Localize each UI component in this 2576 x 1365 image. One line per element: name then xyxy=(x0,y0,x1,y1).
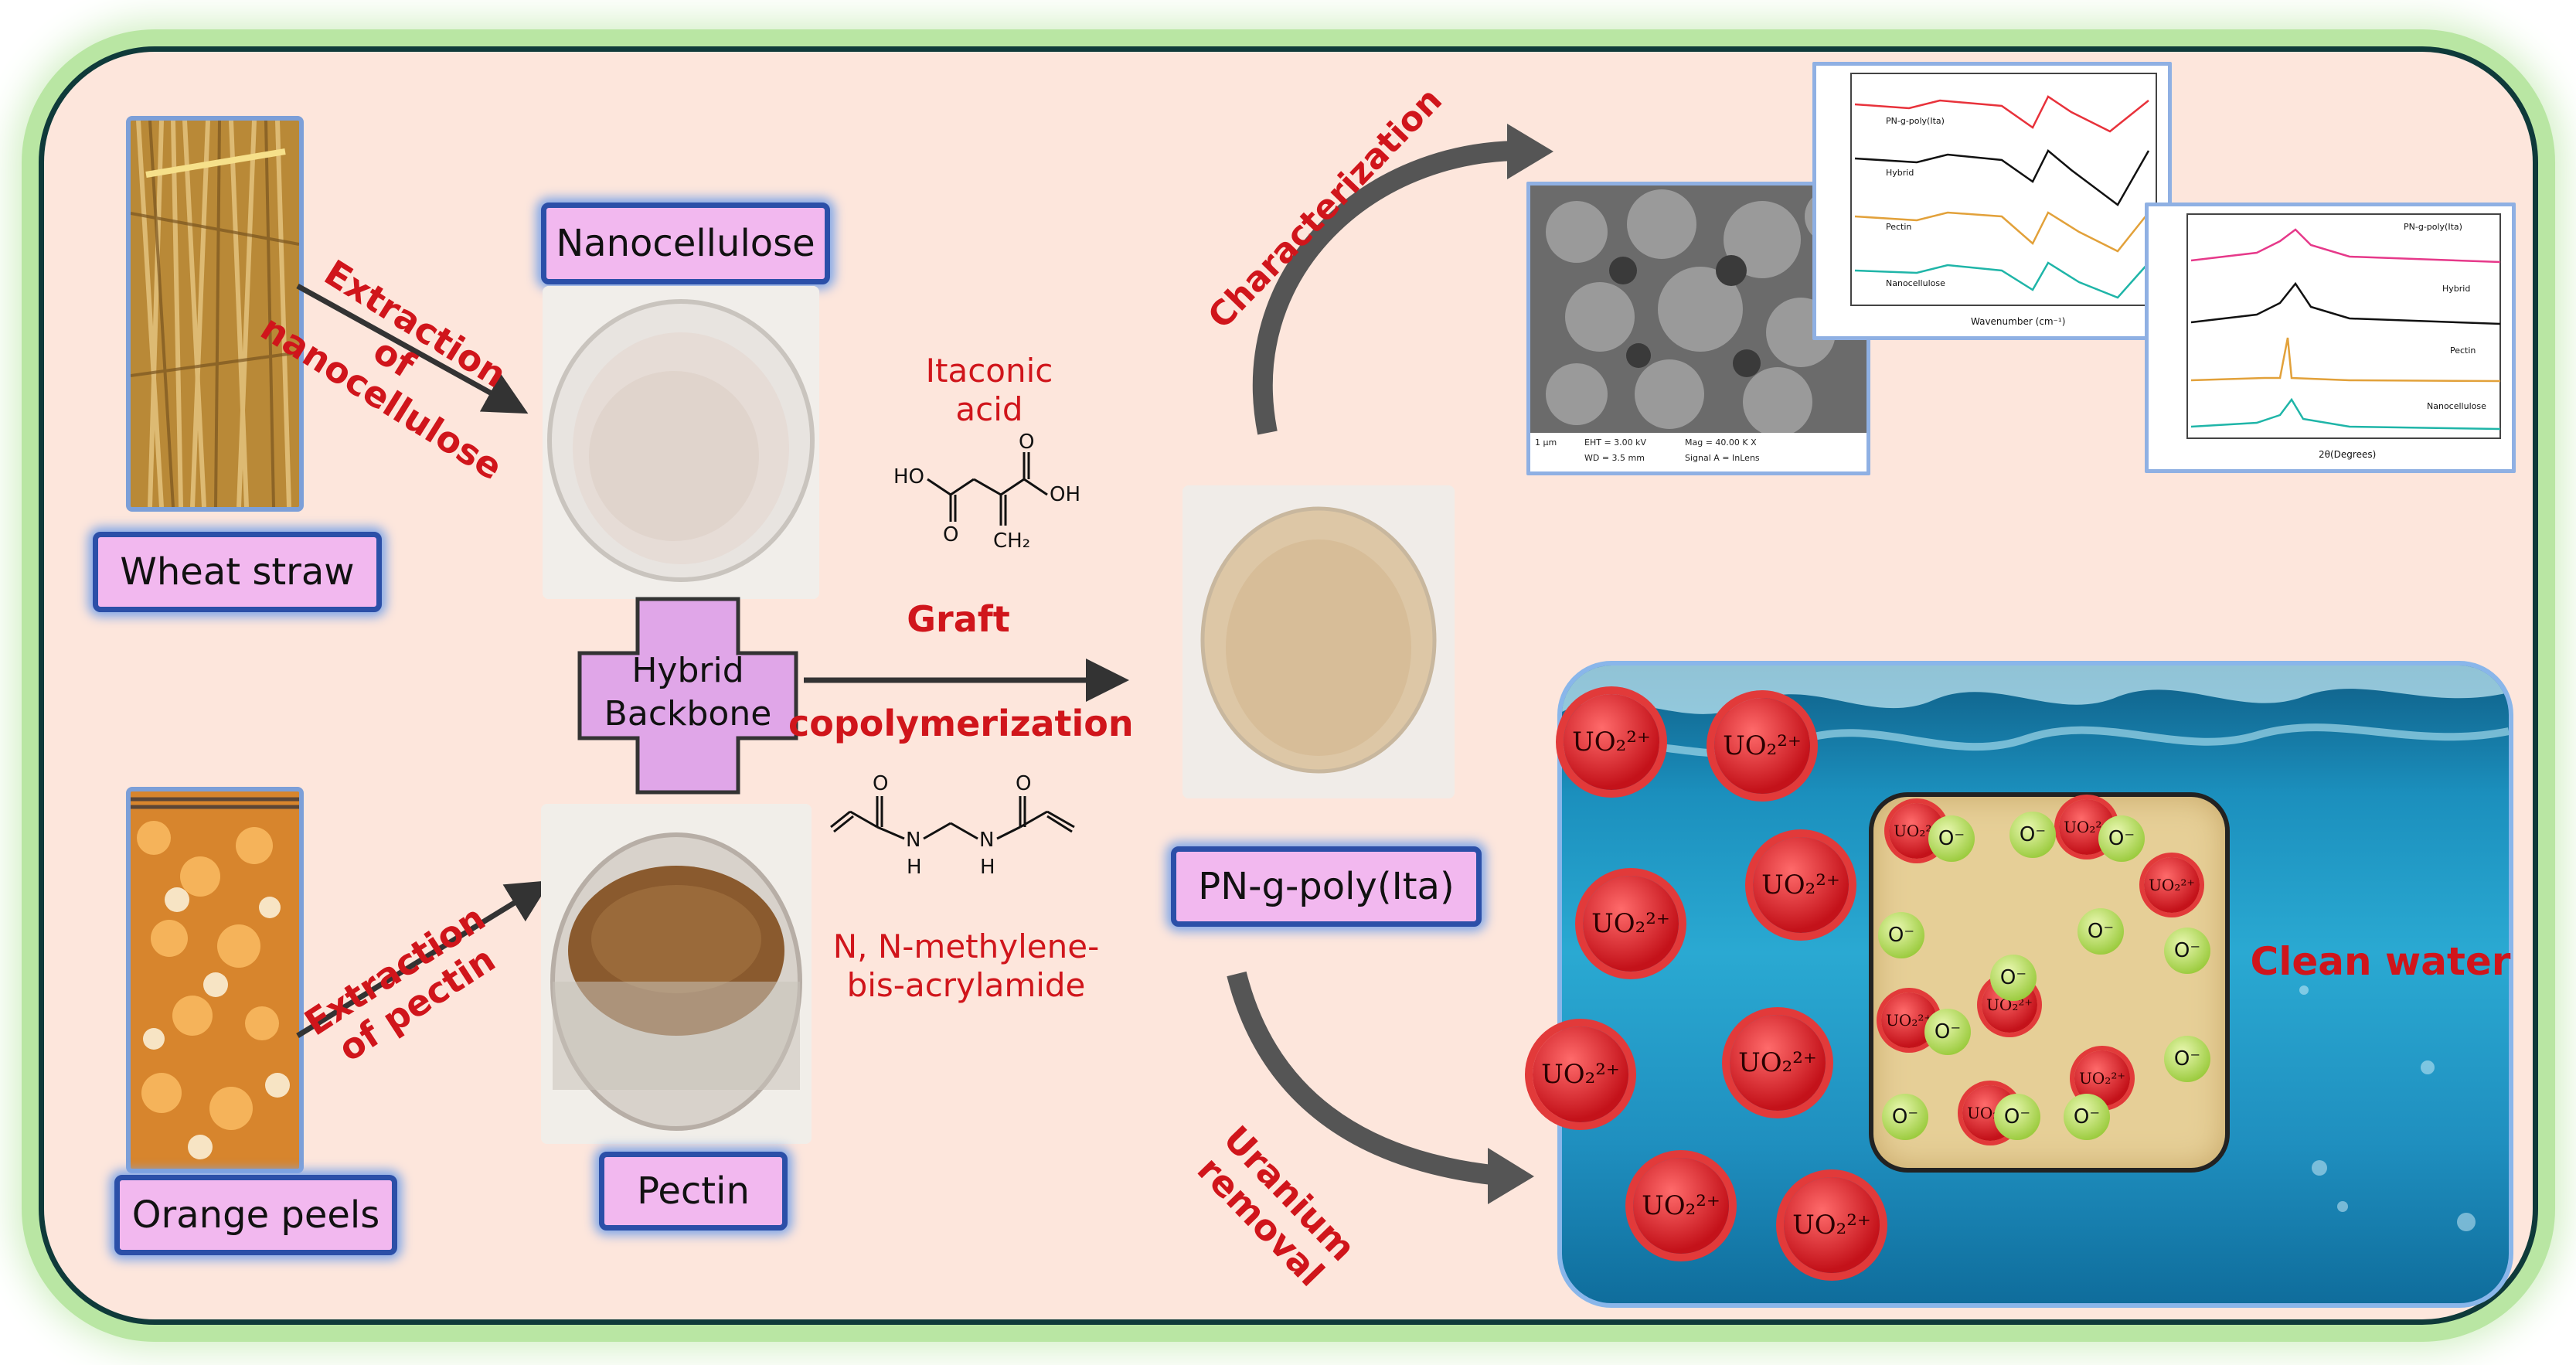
uranyl-ion: UO₂²⁺ xyxy=(1583,876,1679,972)
uranyl-ion: UO₂²⁺ xyxy=(1730,1015,1826,1111)
anion-marker: O⁻ xyxy=(2164,1036,2210,1082)
chem-ch2: CH₂ xyxy=(993,529,1030,553)
xrd-line-3 xyxy=(2190,337,2501,383)
chem-o-2: O xyxy=(1019,433,1034,454)
clean-water-label: Clean water xyxy=(2250,939,2511,984)
ftir-line-3 xyxy=(1854,211,2149,253)
mba-line2: bis-acrylamide xyxy=(846,966,1086,1004)
anion-marker: O⁻ xyxy=(2009,812,2056,858)
ftir-line-2 xyxy=(1854,149,2150,206)
mba-h-2: H xyxy=(980,856,995,879)
product-photo xyxy=(1183,485,1455,798)
mba-n-2: N xyxy=(979,829,994,852)
ftir-line-4 xyxy=(1854,261,2149,299)
graft-text: Graft xyxy=(907,598,1010,640)
pectin-dish xyxy=(541,804,812,1144)
anion-marker: O⁻ xyxy=(2164,928,2210,974)
anion-marker: O⁻ xyxy=(1928,815,1975,862)
pectin-photo xyxy=(541,804,812,1144)
anion-marker: O⁻ xyxy=(2064,1094,2110,1140)
ftir-chart: PN-g-poly(Ita) Hybrid Pectin Nanocellulo… xyxy=(1812,62,2172,340)
xrd-line-4 xyxy=(2190,397,2501,431)
itaconic-acid-structure: HO O O OH CH₂ xyxy=(893,433,1080,553)
uranyl-ion: UO₂²⁺ xyxy=(1753,837,1849,933)
anion-marker: O⁻ xyxy=(1878,912,1924,958)
product-label: PN-g-poly(Ita) xyxy=(1171,846,1482,927)
mba-o-2: O xyxy=(1016,772,1031,795)
sem-eht: EHT = 3.00 kV xyxy=(1584,437,1647,448)
uranyl-ion: UO₂²⁺ xyxy=(2144,857,2200,913)
anion-marker: O⁻ xyxy=(2098,815,2145,862)
uranyl-ion: UO₂²⁺ xyxy=(1784,1177,1880,1273)
arrow-to-pectin xyxy=(296,880,551,1038)
hybrid-backbone-label: Hybrid Backbone xyxy=(604,651,772,734)
wheat-straw-photo xyxy=(126,116,304,512)
itaconic-line1: Itaconic xyxy=(925,352,1053,390)
product-dish xyxy=(1183,485,1455,798)
sem-scale: 1 μm xyxy=(1535,437,1557,448)
uranyl-ion: UO₂²⁺ xyxy=(1714,698,1810,794)
sem-info-bar: 1 μm EHT = 3.00 kV WD = 3.5 mm Mag = 40.… xyxy=(1530,433,1866,471)
mba-n-1: N xyxy=(906,829,920,852)
nanocellulose-dish xyxy=(543,286,819,599)
chem-ho: HO xyxy=(893,465,924,488)
xrd-legend-2: Hybrid xyxy=(2442,284,2470,294)
sem-wd: WD = 3.5 mm xyxy=(1584,453,1645,463)
xrd-xlabel: 2θ(Degrees) xyxy=(2319,449,2376,460)
copolymerization-text: copolymerization xyxy=(788,703,1134,744)
itaconic-acid-label: Itaconic acid xyxy=(873,352,1105,429)
orange-peels-photo xyxy=(126,787,304,1173)
arrow-to-nanocellulose xyxy=(296,283,529,414)
xrd-chart: PN-g-poly(Ita) Hybrid Pectin Nanocellulo… xyxy=(2145,203,2516,473)
mba-h-1: H xyxy=(907,856,922,879)
uranyl-ion: UO₂²⁺ xyxy=(1633,1158,1729,1254)
uranyl-ion: UO₂²⁺ xyxy=(2074,1050,2130,1106)
xrd-legend-3: Pectin xyxy=(2450,346,2476,356)
ftir-legend-1: PN-g-poly(Ita) xyxy=(1886,116,1945,126)
chem-oh: OH xyxy=(1050,483,1080,506)
mba-line1: N, N-methylene- xyxy=(832,928,1100,965)
xrd-legend-4: Nanocellulose xyxy=(2427,401,2486,411)
mba-o-1: O xyxy=(873,772,888,795)
hybrid-backbone-cross xyxy=(577,597,798,795)
sem-signal: Signal A = InLens xyxy=(1685,453,1760,463)
xrd-legend-1: PN-g-poly(Ita) xyxy=(2404,222,2462,232)
chem-o-1: O xyxy=(943,523,958,546)
ftir-legend-2: Hybrid xyxy=(1886,168,1914,178)
ftir-xlabel: Wavenumber (cm⁻¹) xyxy=(1971,316,2065,327)
anion-marker: O⁻ xyxy=(1994,1094,2040,1140)
peels-texture xyxy=(131,791,299,1169)
ftir-spectra: PN-g-poly(Ita) Hybrid Pectin Nanocellulo… xyxy=(1850,73,2157,327)
ftir-legend-3: Pectin xyxy=(1886,222,1911,232)
ftir-legend-4: Nanocellulose xyxy=(1886,278,1945,288)
anion-marker: O⁻ xyxy=(1924,1009,1971,1055)
xrd-line-1 xyxy=(2190,228,2501,264)
itaconic-line2: acid xyxy=(955,390,1023,428)
anion-marker: O⁻ xyxy=(1990,955,2037,1001)
sem-mag: Mag = 40.00 K X xyxy=(1685,437,1757,448)
orange-peels-label: Orange peels xyxy=(114,1175,397,1255)
arrow-characterization xyxy=(1252,141,1516,435)
mba-structure: O O N N H H xyxy=(830,772,1075,879)
straw-texture xyxy=(131,121,299,507)
anion-marker: O⁻ xyxy=(2077,908,2124,955)
arrow-uranium xyxy=(1227,971,1493,1185)
uranyl-ion: UO₂²⁺ xyxy=(1564,694,1659,790)
wheat-straw-label: Wheat straw xyxy=(93,532,382,612)
pectin-label: Pectin xyxy=(599,1152,788,1231)
nanocellulose-label: Nanocellulose xyxy=(541,203,830,284)
anion-marker: O⁻ xyxy=(1882,1094,1928,1140)
ftir-line-1 xyxy=(1854,95,2149,133)
uranyl-ion: UO₂²⁺ xyxy=(1533,1026,1628,1122)
xrd-line-2 xyxy=(2190,281,2501,325)
mba-label: N, N-methylene- bis-acrylamide xyxy=(804,928,1128,1005)
nanocellulose-photo xyxy=(543,286,819,599)
xrd-patterns: PN-g-poly(Ita) Hybrid Pectin Nanocellulo… xyxy=(2186,213,2501,460)
